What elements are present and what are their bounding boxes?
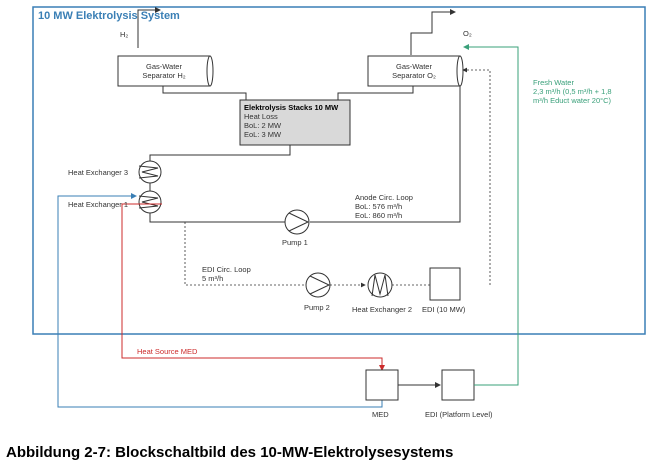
- edi-10mw-label: EDI (10 MW): [422, 305, 466, 314]
- h2-output-line: [137, 7, 161, 48]
- fresh-water-title: Fresh Water: [533, 78, 574, 87]
- med-box: [365, 369, 399, 401]
- anode-loop-eol: EoL: 860 m³/h: [355, 211, 403, 220]
- pump2-label: Pump 2: [304, 303, 330, 312]
- heat-source-label: Heat Source MED: [137, 347, 198, 356]
- pipe-h2sep-stack: [162, 86, 247, 100]
- separator-o2: [367, 55, 464, 87]
- separator-h2-line1: Gas-Water: [146, 62, 182, 71]
- edi-platform-box: [441, 369, 475, 401]
- heat-exchanger-2: [367, 272, 393, 298]
- anode-loop-label: Anode Circ. Loop BoL: 576 m³/h EoL: 860 …: [355, 193, 413, 220]
- pump-1: [284, 209, 310, 235]
- system-title: 10 MW Elektrolysis System: [38, 10, 180, 22]
- pipe-stack-hx: [149, 145, 291, 162]
- separator-h2-line2: Separator H₂: [142, 71, 186, 80]
- stack-bol: BoL: 2 MW: [244, 121, 282, 130]
- anode-loop-bol: BoL: 576 m³/h: [355, 202, 403, 211]
- edi-loop-title: EDI Circ. Loop: [202, 265, 251, 274]
- med-label: MED: [372, 410, 389, 419]
- figure-caption: Abbildung 2-7: Blockschaltbild des 10-MW…: [6, 444, 454, 461]
- edi-platform-label: EDI (Platform Level): [425, 410, 493, 419]
- separator-h2: [117, 55, 214, 87]
- fresh-water-line: [463, 44, 519, 386]
- pipe-o2sep-stack: [337, 86, 414, 100]
- hx1-label: Heat Exchanger 1: [68, 200, 129, 209]
- edi-10mw-box: [429, 267, 461, 301]
- edi-loop-dashed-4: [462, 67, 491, 285]
- hx3-label: Heat Exchanger 3: [68, 168, 129, 177]
- stack-heat-loss: Heat Loss: [244, 112, 278, 121]
- heat-exchanger-1: [138, 190, 162, 214]
- o2-output-line: [410, 9, 456, 55]
- anode-loop-return: [310, 86, 461, 223]
- anode-loop-pipe: [149, 213, 285, 223]
- h2-output-label: H₂: [120, 30, 129, 39]
- edi-loop-label: EDI Circ. Loop 5 m³/h: [202, 265, 251, 283]
- pump1-label: Pump 1: [282, 238, 308, 247]
- pump-2: [305, 272, 331, 298]
- electrolysis-stack-box: [239, 99, 351, 146]
- stack-eol: EoL: 3 MW: [244, 130, 282, 139]
- hx2-label: Heat Exchanger 2: [352, 305, 413, 314]
- fresh-water-label: Fresh Water 2,3 m³/h (0,5 m³/h + 1,8 m³/…: [533, 78, 612, 105]
- heat-exchanger-3: [138, 160, 162, 184]
- stack-title: Elektrolysis Stacks 10 MW: [244, 103, 339, 112]
- separator-o2-label: Gas-Water Separator O₂: [368, 62, 460, 80]
- heat-source-line: [121, 203, 385, 371]
- stack-label: Elektrolysis Stacks 10 MW Heat Loss BoL:…: [244, 103, 338, 139]
- o2-output-label: O₂: [463, 29, 472, 38]
- separator-h2-label: Gas-Water Separator H₂: [118, 62, 210, 80]
- separator-o2-line2: Separator O₂: [392, 71, 436, 80]
- fresh-water-detail: m³/h Educt water 20°C): [533, 96, 612, 105]
- system-boundary: [32, 6, 646, 335]
- edi-loop-dashed: [184, 222, 305, 286]
- edi-loop-flow: 5 m³/h: [202, 274, 224, 283]
- anode-loop-title: Anode Circ. Loop: [355, 193, 413, 202]
- med-return-line: [57, 193, 383, 408]
- fresh-water-flow: 2,3 m³/h (0,5 m³/h + 1,8: [533, 87, 612, 96]
- separator-o2-line1: Gas-Water: [396, 62, 432, 71]
